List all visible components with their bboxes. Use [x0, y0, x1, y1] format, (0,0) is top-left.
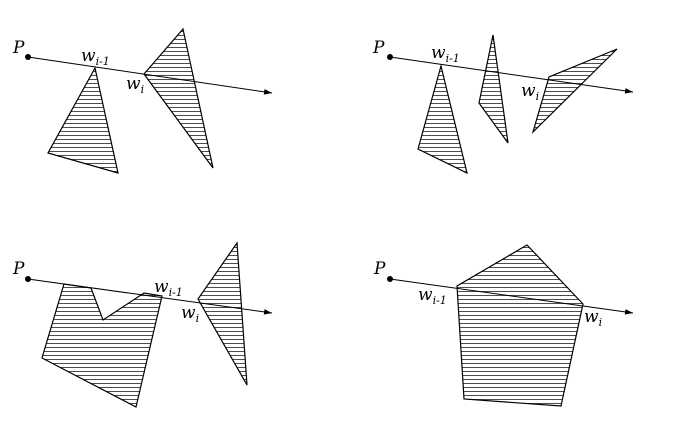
obstacle-notched-polygon-3a [41, 283, 163, 408]
label-w-cur: wi [181, 303, 199, 325]
label-w-cur: wi [521, 81, 539, 103]
obstacle-triangle-1b [143, 27, 214, 169]
obstacle-triangle-3b [197, 241, 248, 386]
panel-4: P wi-1 wi [373, 244, 634, 407]
label-p: P [373, 259, 386, 279]
label-w-prev: wi-1 [81, 46, 110, 68]
label-w-cur: wi [126, 74, 144, 96]
ray-2 [389, 56, 634, 94]
label-p: P [12, 38, 25, 58]
label-p: P [12, 259, 25, 279]
point-p-4 [387, 276, 393, 282]
obstacle-quad-2c [531, 48, 618, 135]
obstacle-triangle-1a [47, 66, 119, 174]
label-w-prev: wi-1 [431, 43, 460, 65]
label-w-prev: wi-1 [418, 285, 447, 307]
label-w-prev: wi-1 [154, 277, 183, 299]
label-w-cur: wi [584, 307, 602, 329]
obstacle-pentagon-4a [456, 244, 584, 407]
obstacle-sliver-2b [478, 34, 509, 144]
panel-2: P wi-1 wi [372, 34, 634, 175]
point-p-2 [387, 54, 393, 60]
point-p-3 [25, 276, 31, 282]
panel-1: P wi-1 wi [12, 27, 273, 174]
point-p-1 [25, 54, 31, 60]
label-p: P [372, 38, 385, 58]
obstacle-triangle-2a [417, 63, 468, 175]
panel-3: P wi-1 wi [12, 241, 273, 408]
